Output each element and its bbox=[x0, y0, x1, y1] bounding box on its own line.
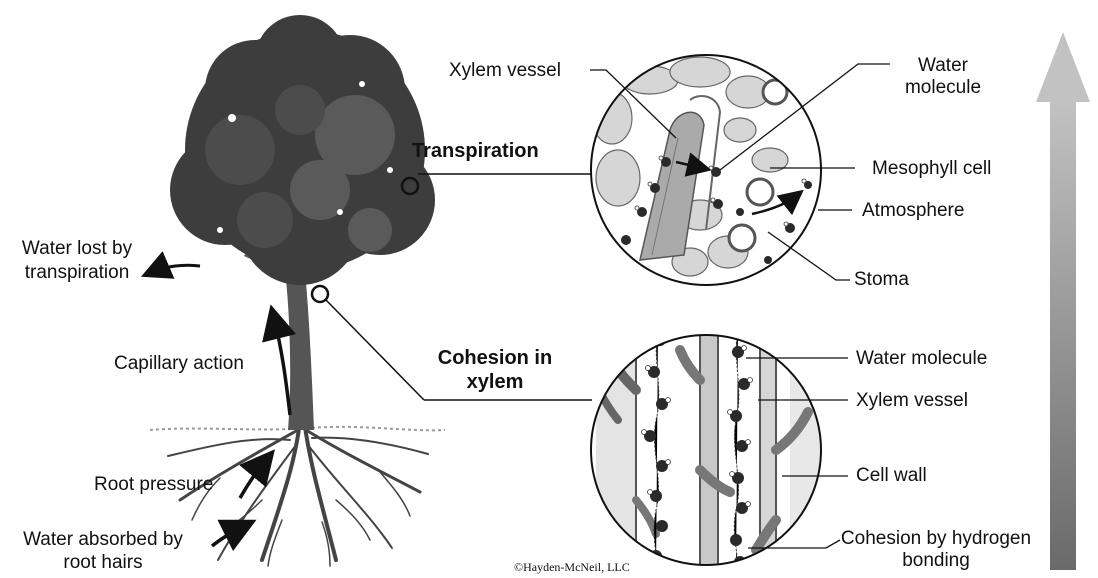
top-water-molecule-label: Water molecule bbox=[888, 55, 998, 99]
stoma-label: Stoma bbox=[854, 269, 909, 291]
atmosphere-label: Atmosphere bbox=[862, 200, 964, 222]
bottom-water-molecule-label: Water molecule bbox=[856, 348, 987, 370]
tree-canopy bbox=[170, 15, 435, 285]
cohesion-callout-marker bbox=[312, 286, 328, 302]
water-lost-arrow bbox=[152, 265, 200, 272]
cohesion-connector bbox=[326, 300, 424, 400]
cell-wall-label: Cell wall bbox=[856, 465, 927, 487]
copyright-text: ©Hayden-McNeil, LLC bbox=[514, 560, 630, 574]
transpiration-heading: Transpiration bbox=[412, 140, 539, 162]
water-absorbed-label: Water absorbed by root hairs bbox=[8, 528, 198, 574]
cohesion-in-xylem-heading: Cohesion in xylem bbox=[430, 346, 560, 394]
top-xylem-vessel-label: Xylem vessel bbox=[449, 60, 561, 82]
bottom-xylem-vessel-label: Xylem vessel bbox=[856, 390, 968, 412]
water-lost-label: Water lost by transpiration bbox=[12, 237, 142, 285]
cohesion-magnified-view bbox=[591, 330, 821, 575]
capillary-action-arrow bbox=[274, 318, 290, 415]
mesophyll-cell-label: Mesophyll cell bbox=[872, 158, 991, 180]
cohesion-bonding-label: Cohesion by hydrogen bonding bbox=[836, 528, 1036, 572]
root-pressure-label: Root pressure bbox=[94, 474, 213, 496]
upward-flow-arrow bbox=[1036, 32, 1090, 570]
capillary-action-label: Capillary action bbox=[114, 353, 244, 375]
